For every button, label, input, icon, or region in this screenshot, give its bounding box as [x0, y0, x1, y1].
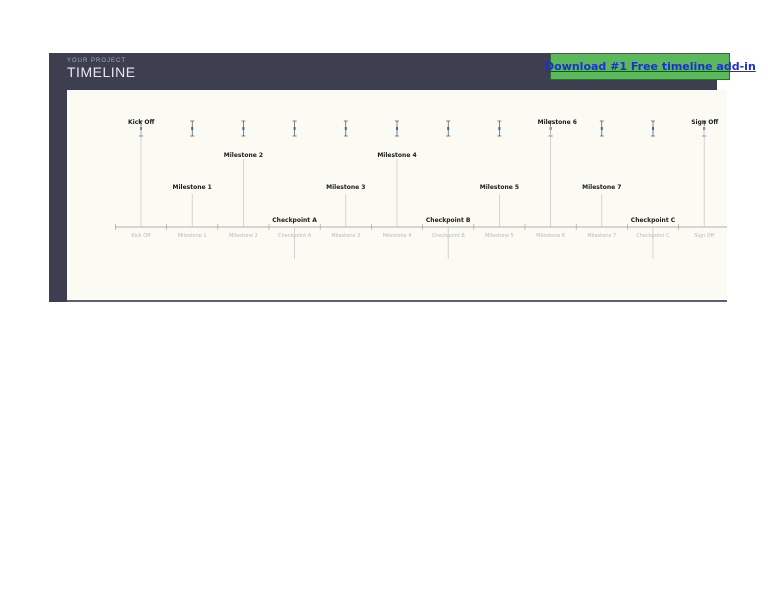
event-label: Kick Off: [128, 119, 154, 126]
event-label: Milestone 2: [224, 152, 263, 159]
promo-download-link[interactable]: Download #1 Free timeline add-in: [545, 53, 756, 80]
marker-dot: [600, 127, 603, 130]
marker-dot: [242, 127, 245, 130]
axis-label: Milestone 5: [485, 233, 514, 239]
event-label: Milestone 4: [377, 152, 416, 159]
event-label: Milestone 7: [582, 184, 621, 191]
event-label: Checkpoint A: [272, 217, 317, 224]
marker-dot: [191, 127, 194, 130]
axis-label: Sign Off: [694, 233, 714, 239]
event-label: Checkpoint C: [631, 217, 676, 224]
marker-dot: [498, 127, 501, 130]
axis-label: Kick Off: [131, 233, 151, 239]
title-block: YOUR PROJECT TIMELINE: [67, 58, 136, 79]
event-label: Milestone 6: [538, 119, 577, 126]
axis-label: Milestone 7: [587, 233, 616, 239]
timeline-title: TIMELINE: [67, 64, 136, 80]
timeline-window: YOUR PROJECT TIMELINE Download #1 Free t…: [49, 53, 756, 302]
event-label: Milestone 5: [480, 184, 519, 191]
project-label: YOUR PROJECT: [67, 58, 127, 64]
event-label: Milestone 3: [326, 184, 365, 191]
marker-dot: [447, 127, 450, 130]
axis-label: Milestone 3: [331, 233, 360, 239]
axis-label: Milestone 2: [229, 233, 258, 239]
marker-dot: [293, 127, 296, 130]
axis-label: Milestone 6: [536, 233, 565, 239]
axis-label: Milestone 1: [178, 233, 207, 239]
marker-dot: [396, 127, 398, 130]
canvas-bottom-border: [67, 300, 727, 302]
event-label: Sign Off: [691, 119, 718, 126]
marker-dot: [652, 127, 654, 130]
marker-dot: [344, 127, 347, 130]
event-label: Checkpoint B: [426, 217, 471, 224]
event-label: Milestone 1: [173, 184, 212, 191]
axis-label: Milestone 4: [383, 233, 412, 239]
